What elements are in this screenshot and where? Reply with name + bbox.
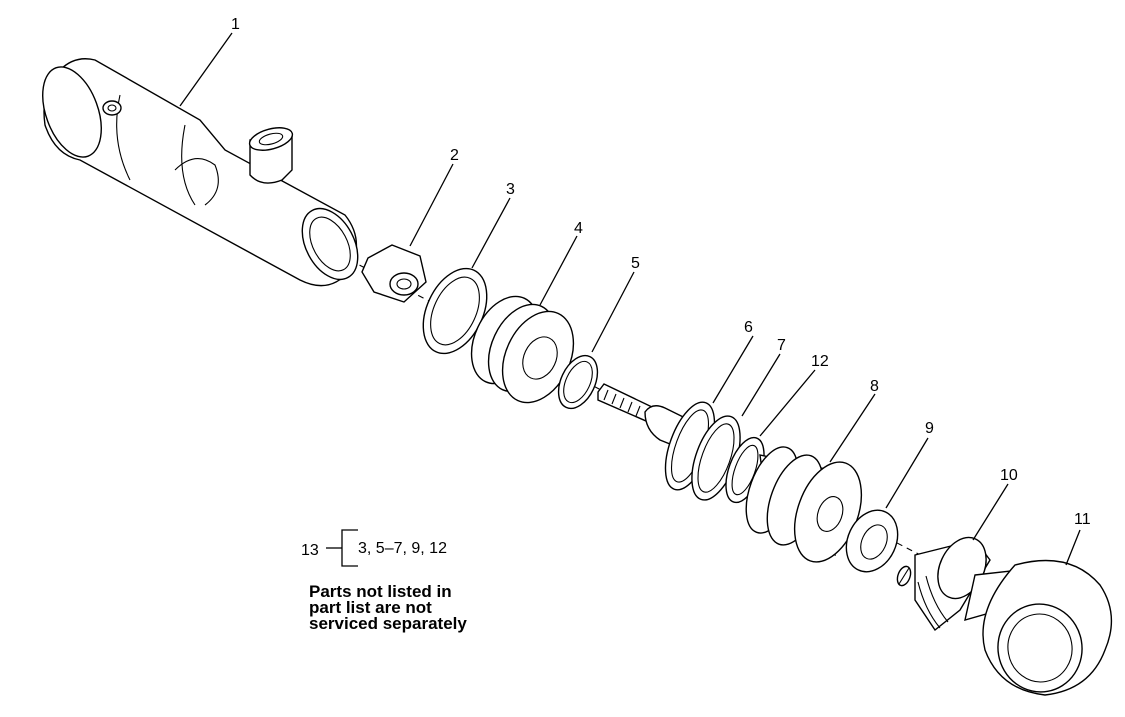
part-1-housing	[42, 58, 359, 287]
part-4-piston	[470, 295, 575, 404]
part-5-o-ring	[557, 354, 599, 410]
callout-5: 5	[631, 255, 640, 272]
service-note-line-2: part list are not	[309, 598, 432, 617]
service-note-line-1: Parts not listed in	[309, 582, 452, 601]
callout-2: 2	[450, 147, 459, 164]
part-11-rod-end	[964, 559, 1113, 696]
kit-contents: 3, 5–7, 9, 12	[358, 540, 447, 557]
part-9-wiper	[845, 509, 899, 573]
callout-6: 6	[744, 319, 753, 336]
callout-3: 3	[506, 181, 515, 198]
callout-11: 11	[1074, 511, 1091, 528]
callout-7: 7	[777, 337, 786, 354]
callout-1: 1	[231, 16, 240, 33]
kit-number: 13	[301, 542, 319, 559]
part-2-hex-nut	[361, 244, 427, 303]
callout-9: 9	[925, 420, 934, 437]
kit-bracket: 13 3, 5–7, 9, 12	[301, 529, 447, 567]
part-10-collar	[914, 536, 991, 632]
callout-4: 4	[574, 220, 583, 237]
callout-8: 8	[870, 378, 879, 395]
callout-12: 12	[811, 353, 829, 370]
part-8-gland	[745, 446, 863, 563]
callout-10: 10	[1000, 467, 1018, 484]
leader-lines	[179, 32, 1081, 566]
service-note-line-3: serviced separately	[309, 614, 467, 633]
retaining-clip	[896, 565, 912, 587]
service-note: Parts not listed in part list are not se…	[309, 582, 569, 633]
